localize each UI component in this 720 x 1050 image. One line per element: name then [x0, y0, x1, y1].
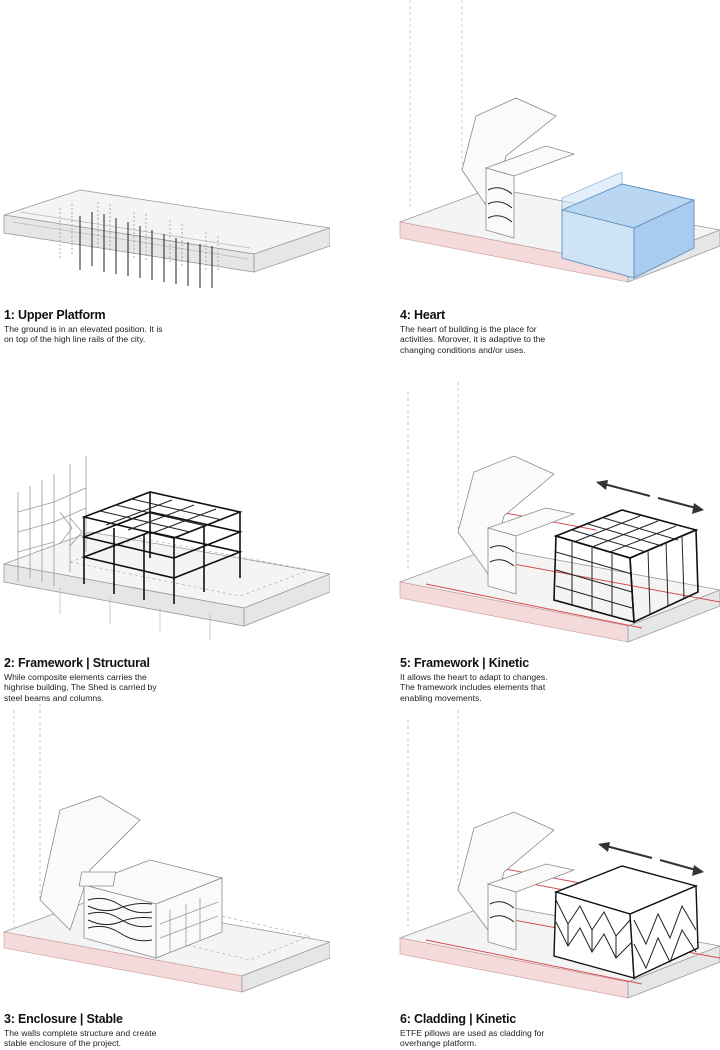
- panel-title: 3: Enclosure | Stable: [4, 1012, 123, 1026]
- heart-drawing: [398, 0, 720, 283]
- panel-title: 2: Framework | Structural: [4, 656, 150, 670]
- panel-description: ETFE pillows are used as cladding for ov…: [400, 1028, 545, 1049]
- panel-title: 1: Upper Platform: [4, 308, 106, 322]
- panel-cladding-kinetic: 6: Cladding | Kinetic ETFE pillows are u…: [396, 700, 720, 1050]
- movement-arrows: [596, 480, 704, 514]
- heart-volume: [560, 171, 696, 279]
- movement-arrows: [598, 842, 704, 876]
- kinetic-frame: [553, 509, 699, 624]
- upper-platform-drawing: [3, 189, 330, 288]
- panel-description: The walls complete structure and create …: [4, 1028, 157, 1049]
- cladding-kinetic-drawing: [398, 710, 720, 999]
- panel-framework-structural: 2: Framework | Structural While composit…: [0, 352, 330, 703]
- panel-description: The heart of building is the place for a…: [400, 324, 546, 355]
- enclosure-stable-drawing: [2, 704, 330, 993]
- panel-framework-kinetic: 5: Framework | Kinetic It allows the hea…: [396, 352, 720, 703]
- rail-columns: [59, 202, 219, 288]
- panel-title: 6: Cladding | Kinetic: [400, 1012, 516, 1026]
- panel-title: 4: Heart: [400, 308, 445, 322]
- panel-heart: 4: Heart The heart of building is the pl…: [396, 0, 720, 355]
- framework-kinetic-drawing: [398, 382, 720, 643]
- panel-description: The ground is in an elevated position. I…: [4, 324, 163, 345]
- etfe-cladding: [553, 865, 699, 980]
- panel-description: It allows the heart to adapt to changes.…: [400, 672, 548, 703]
- panel-enclosure-stable: 3: Enclosure | Stable The walls complete…: [0, 700, 330, 1050]
- panel-upper-platform: 1: Upper Platform The ground is in an el…: [0, 0, 330, 350]
- panel-title: 5: Framework | Kinetic: [400, 656, 529, 670]
- framework-structural-drawing: [2, 456, 330, 640]
- panel-description: While composite elements carries the hig…: [4, 672, 157, 703]
- steel-frame: [81, 491, 243, 604]
